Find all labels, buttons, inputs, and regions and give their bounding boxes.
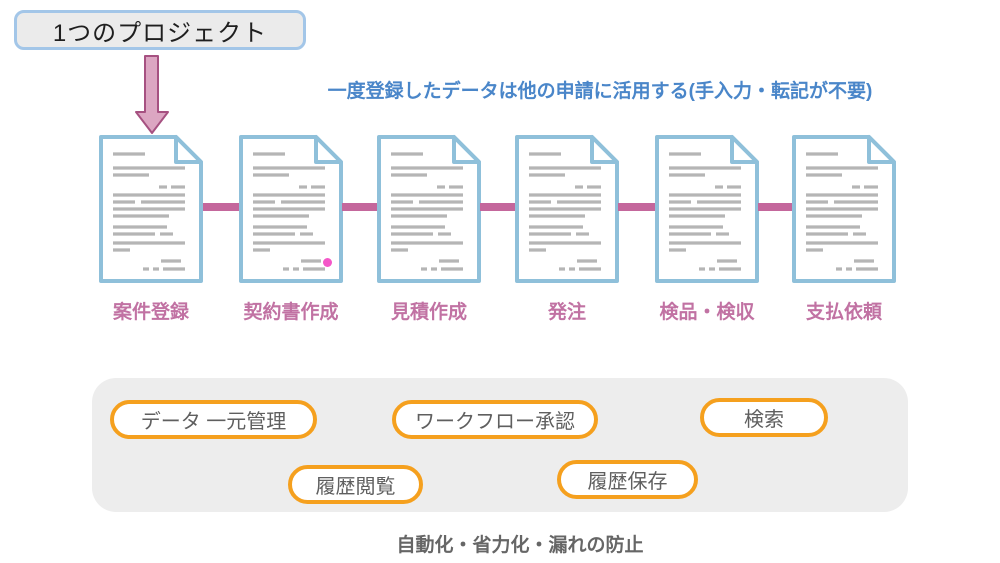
workflow-step-inspection-acceptance: 検品・検収 <box>633 133 781 324</box>
project-box-label: 1つのプロジェクト <box>52 19 268 47</box>
step-label: 契約書作成 <box>243 302 339 323</box>
step-connector <box>758 203 792 211</box>
document-icon <box>513 133 621 285</box>
step-connector <box>618 203 655 211</box>
document-icon <box>653 133 761 285</box>
reuse-data-heading: 一度登録したデータは他の申請に活用する(手入力・転記が不要) <box>327 81 873 102</box>
stamp-dot-icon <box>323 258 332 267</box>
workflow-step-order: 発注 <box>493 133 641 324</box>
workflow-step-contract-creation: 契約書作成 <box>217 133 365 324</box>
step-label: 検品・検収 <box>659 302 755 323</box>
document-icon <box>790 133 898 285</box>
step-connector <box>342 203 377 211</box>
document-icon <box>97 133 205 285</box>
feature-pill-workflow-approval: ワークフロー承認 <box>392 400 598 439</box>
step-label: 発注 <box>547 302 586 323</box>
footer-caption: 自動化・省力化・漏れの防止 <box>396 535 644 556</box>
feature-pill-search: 検索 <box>700 398 828 437</box>
step-label: 支払依頼 <box>805 302 882 323</box>
feature-pill-history-view: 履歴閲覧 <box>288 465 423 504</box>
step-connector <box>203 203 239 211</box>
feature-pill-history-save: 履歴保存 <box>557 460 698 499</box>
project-box: 1つのプロジェクト <box>14 10 306 50</box>
step-connector <box>480 203 515 211</box>
workflow-step-case-registration: 案件登録 <box>77 133 225 324</box>
step-label: 見積作成 <box>390 302 467 323</box>
document-icon <box>375 133 483 285</box>
workflow-step-estimate-creation: 見積作成 <box>355 133 503 324</box>
feature-pill-data-management: データ 一元管理 <box>110 400 317 439</box>
down-arrow-icon <box>135 55 169 134</box>
workflow-step-payment-request: 支払依頼 <box>770 133 918 324</box>
document-icon <box>237 133 345 285</box>
step-label: 案件登録 <box>112 302 189 323</box>
